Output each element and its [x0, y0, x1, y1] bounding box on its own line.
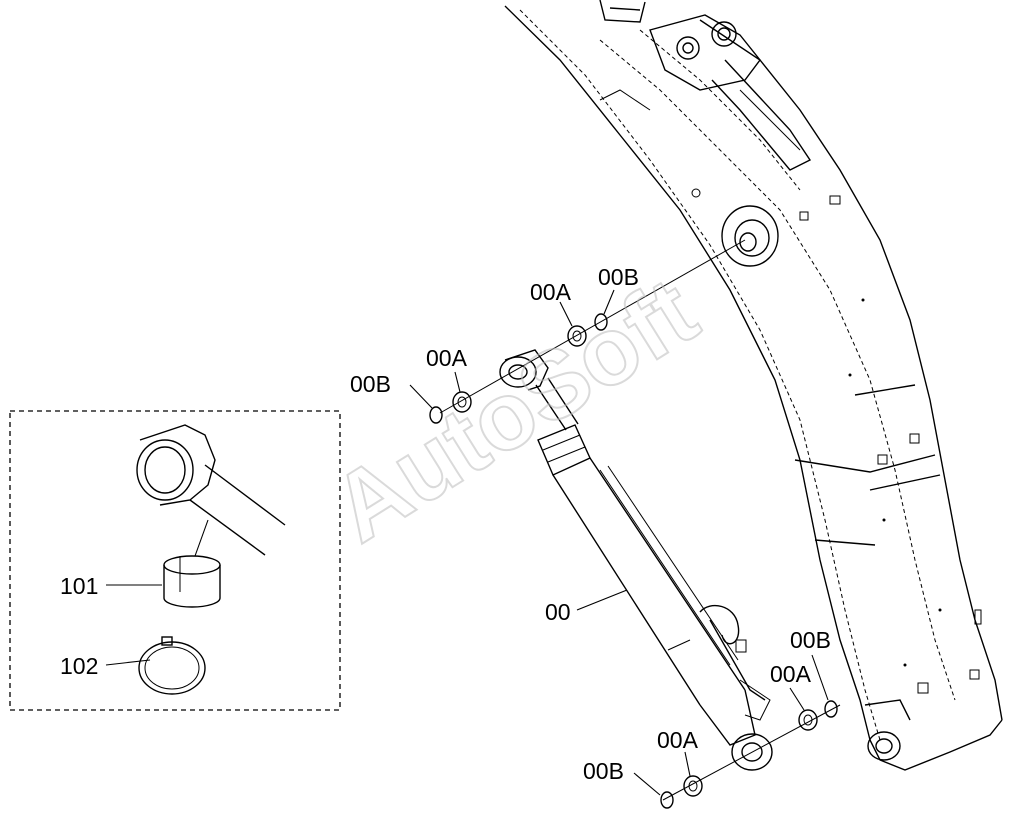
- label-00b-rod-left: 00B: [350, 371, 391, 397]
- watermark: AutoSoft: [314, 257, 714, 562]
- leader-lines: [105, 289, 829, 796]
- ring-00b-rod-left: [429, 406, 443, 424]
- ring-00b-bottom-right: [824, 700, 838, 718]
- ring-00a-rod-right: [567, 325, 587, 347]
- ring-00b-bottom-left: [660, 791, 674, 809]
- ring-00a-bottom-right: [798, 709, 818, 731]
- label-cylinder: 00: [545, 599, 571, 625]
- label-00b-bottom-right: 00B: [790, 627, 831, 653]
- pin-axes: [439, 239, 841, 801]
- rings: [429, 313, 838, 809]
- label-00a-bottom-left: 00A: [657, 727, 699, 753]
- label-00b-bottom-left: 00B: [583, 758, 624, 784]
- label-00a-rod-left: 00A: [426, 345, 468, 371]
- ring-00a-rod-left: [452, 391, 472, 413]
- hydraulic-cylinder: [499, 349, 773, 771]
- ring-00a-bottom-left: [683, 775, 703, 797]
- label-seal-ring: 102: [60, 653, 98, 679]
- boom-structure: [504, 0, 1003, 771]
- label-00a-bottom-right: 00A: [770, 661, 812, 687]
- detail-box: [9, 410, 341, 711]
- callout-labels: 00 00B 00A 00A 00B 00B 00A 00A 00B 101 1…: [60, 264, 831, 784]
- seal-ring-102: [138, 636, 206, 695]
- bushing-101: [163, 519, 221, 608]
- label-00a-rod-right: 00A: [530, 279, 572, 305]
- ring-00b-rod-right: [594, 313, 608, 331]
- label-00b-rod-right: 00B: [598, 264, 639, 290]
- label-bushing: 101: [60, 573, 98, 599]
